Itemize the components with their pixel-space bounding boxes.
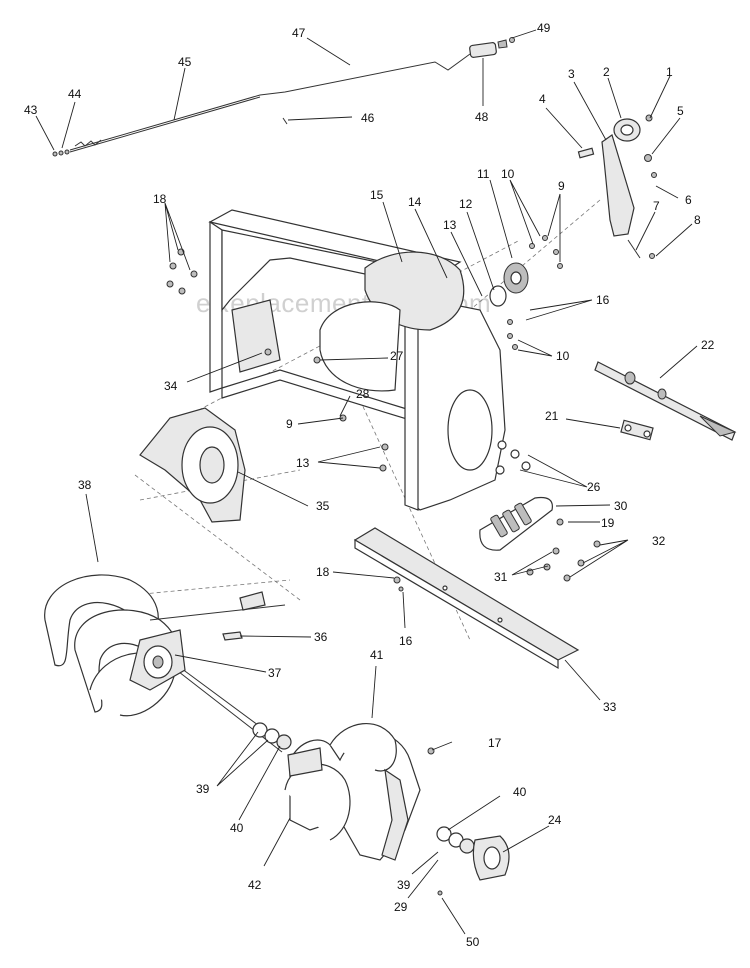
callout-18-upper: 18 (153, 192, 167, 206)
callout-26: 26 (587, 480, 601, 494)
auger-end-bearing (427, 747, 510, 896)
callout-5: 5 (677, 104, 684, 118)
callout-7: 7 (653, 199, 660, 213)
callout-14: 14 (408, 195, 422, 209)
callout-28: 28 (356, 387, 370, 401)
drive-belt-cover (479, 440, 601, 582)
callout-37: 37 (268, 666, 282, 680)
callout-6: 6 (685, 193, 692, 207)
callout-47: 47 (292, 26, 306, 40)
auger-housing (208, 209, 563, 511)
gearbox (129, 629, 186, 691)
bolt-set-18 (166, 248, 198, 295)
bracket-21 (620, 419, 654, 441)
callout-39-right: 39 (397, 878, 411, 892)
callout-41: 41 (370, 648, 384, 662)
callout-1: 1 (666, 65, 673, 79)
callout-31: 31 (494, 570, 508, 584)
callout-16-bottom: 16 (399, 634, 413, 648)
callout-22: 22 (701, 338, 715, 352)
callout-35: 35 (316, 499, 330, 513)
bearing-set-39-40 (252, 722, 292, 750)
callout-labels: 1 2 3 4 5 6 7 8 9 9 10 10 11 12 13 13 14… (24, 21, 715, 949)
callout-50: 50 (466, 935, 480, 949)
callout-9-upper: 9 (558, 179, 565, 193)
callout-21: 21 (545, 409, 559, 423)
callout-45: 45 (178, 55, 192, 69)
callout-16-right: 16 (596, 293, 610, 307)
callout-9-lower: 9 (286, 417, 293, 431)
callout-27: 27 (390, 349, 404, 363)
callout-11: 11 (477, 167, 490, 181)
auger-right (284, 723, 421, 861)
callout-12: 12 (459, 197, 473, 211)
callout-38: 38 (78, 478, 92, 492)
shear-pin-36 (222, 631, 243, 641)
callout-46: 46 (361, 111, 375, 125)
callout-3: 3 (568, 67, 575, 81)
callout-40-right: 40 (513, 785, 527, 799)
callout-19: 19 (601, 516, 615, 530)
callout-32: 32 (652, 534, 666, 548)
callout-17: 17 (488, 736, 502, 750)
chute-base (139, 407, 246, 523)
callout-33: 33 (603, 700, 617, 714)
callout-30: 30 (614, 499, 628, 513)
callout-13-lower: 13 (296, 456, 310, 470)
callout-34: 34 (164, 379, 178, 393)
callout-18-lower: 18 (316, 565, 330, 579)
callout-36: 36 (314, 630, 328, 644)
callout-40-left: 40 (230, 821, 244, 835)
callout-24: 24 (548, 813, 562, 827)
idler-bracket-assembly (577, 114, 657, 259)
callout-43: 43 (24, 103, 38, 117)
callout-48: 48 (475, 110, 489, 124)
callout-4: 4 (539, 92, 546, 106)
callout-10-upper: 10 (501, 167, 515, 181)
callout-49: 49 (537, 21, 551, 35)
chute-control-rod (52, 37, 515, 157)
drive-shaft (594, 361, 737, 441)
callout-10-lower: 10 (556, 349, 570, 363)
scraper-bar (353, 527, 580, 670)
callout-29: 29 (394, 900, 408, 914)
callout-39-left: 39 (196, 782, 210, 796)
callout-2: 2 (603, 65, 610, 79)
callout-44: 44 (68, 87, 82, 101)
callout-8: 8 (694, 213, 701, 227)
callout-42: 42 (248, 878, 262, 892)
leader-lines (35, 29, 698, 935)
callout-15: 15 (370, 188, 384, 202)
callout-13-upper: 13 (443, 218, 457, 232)
